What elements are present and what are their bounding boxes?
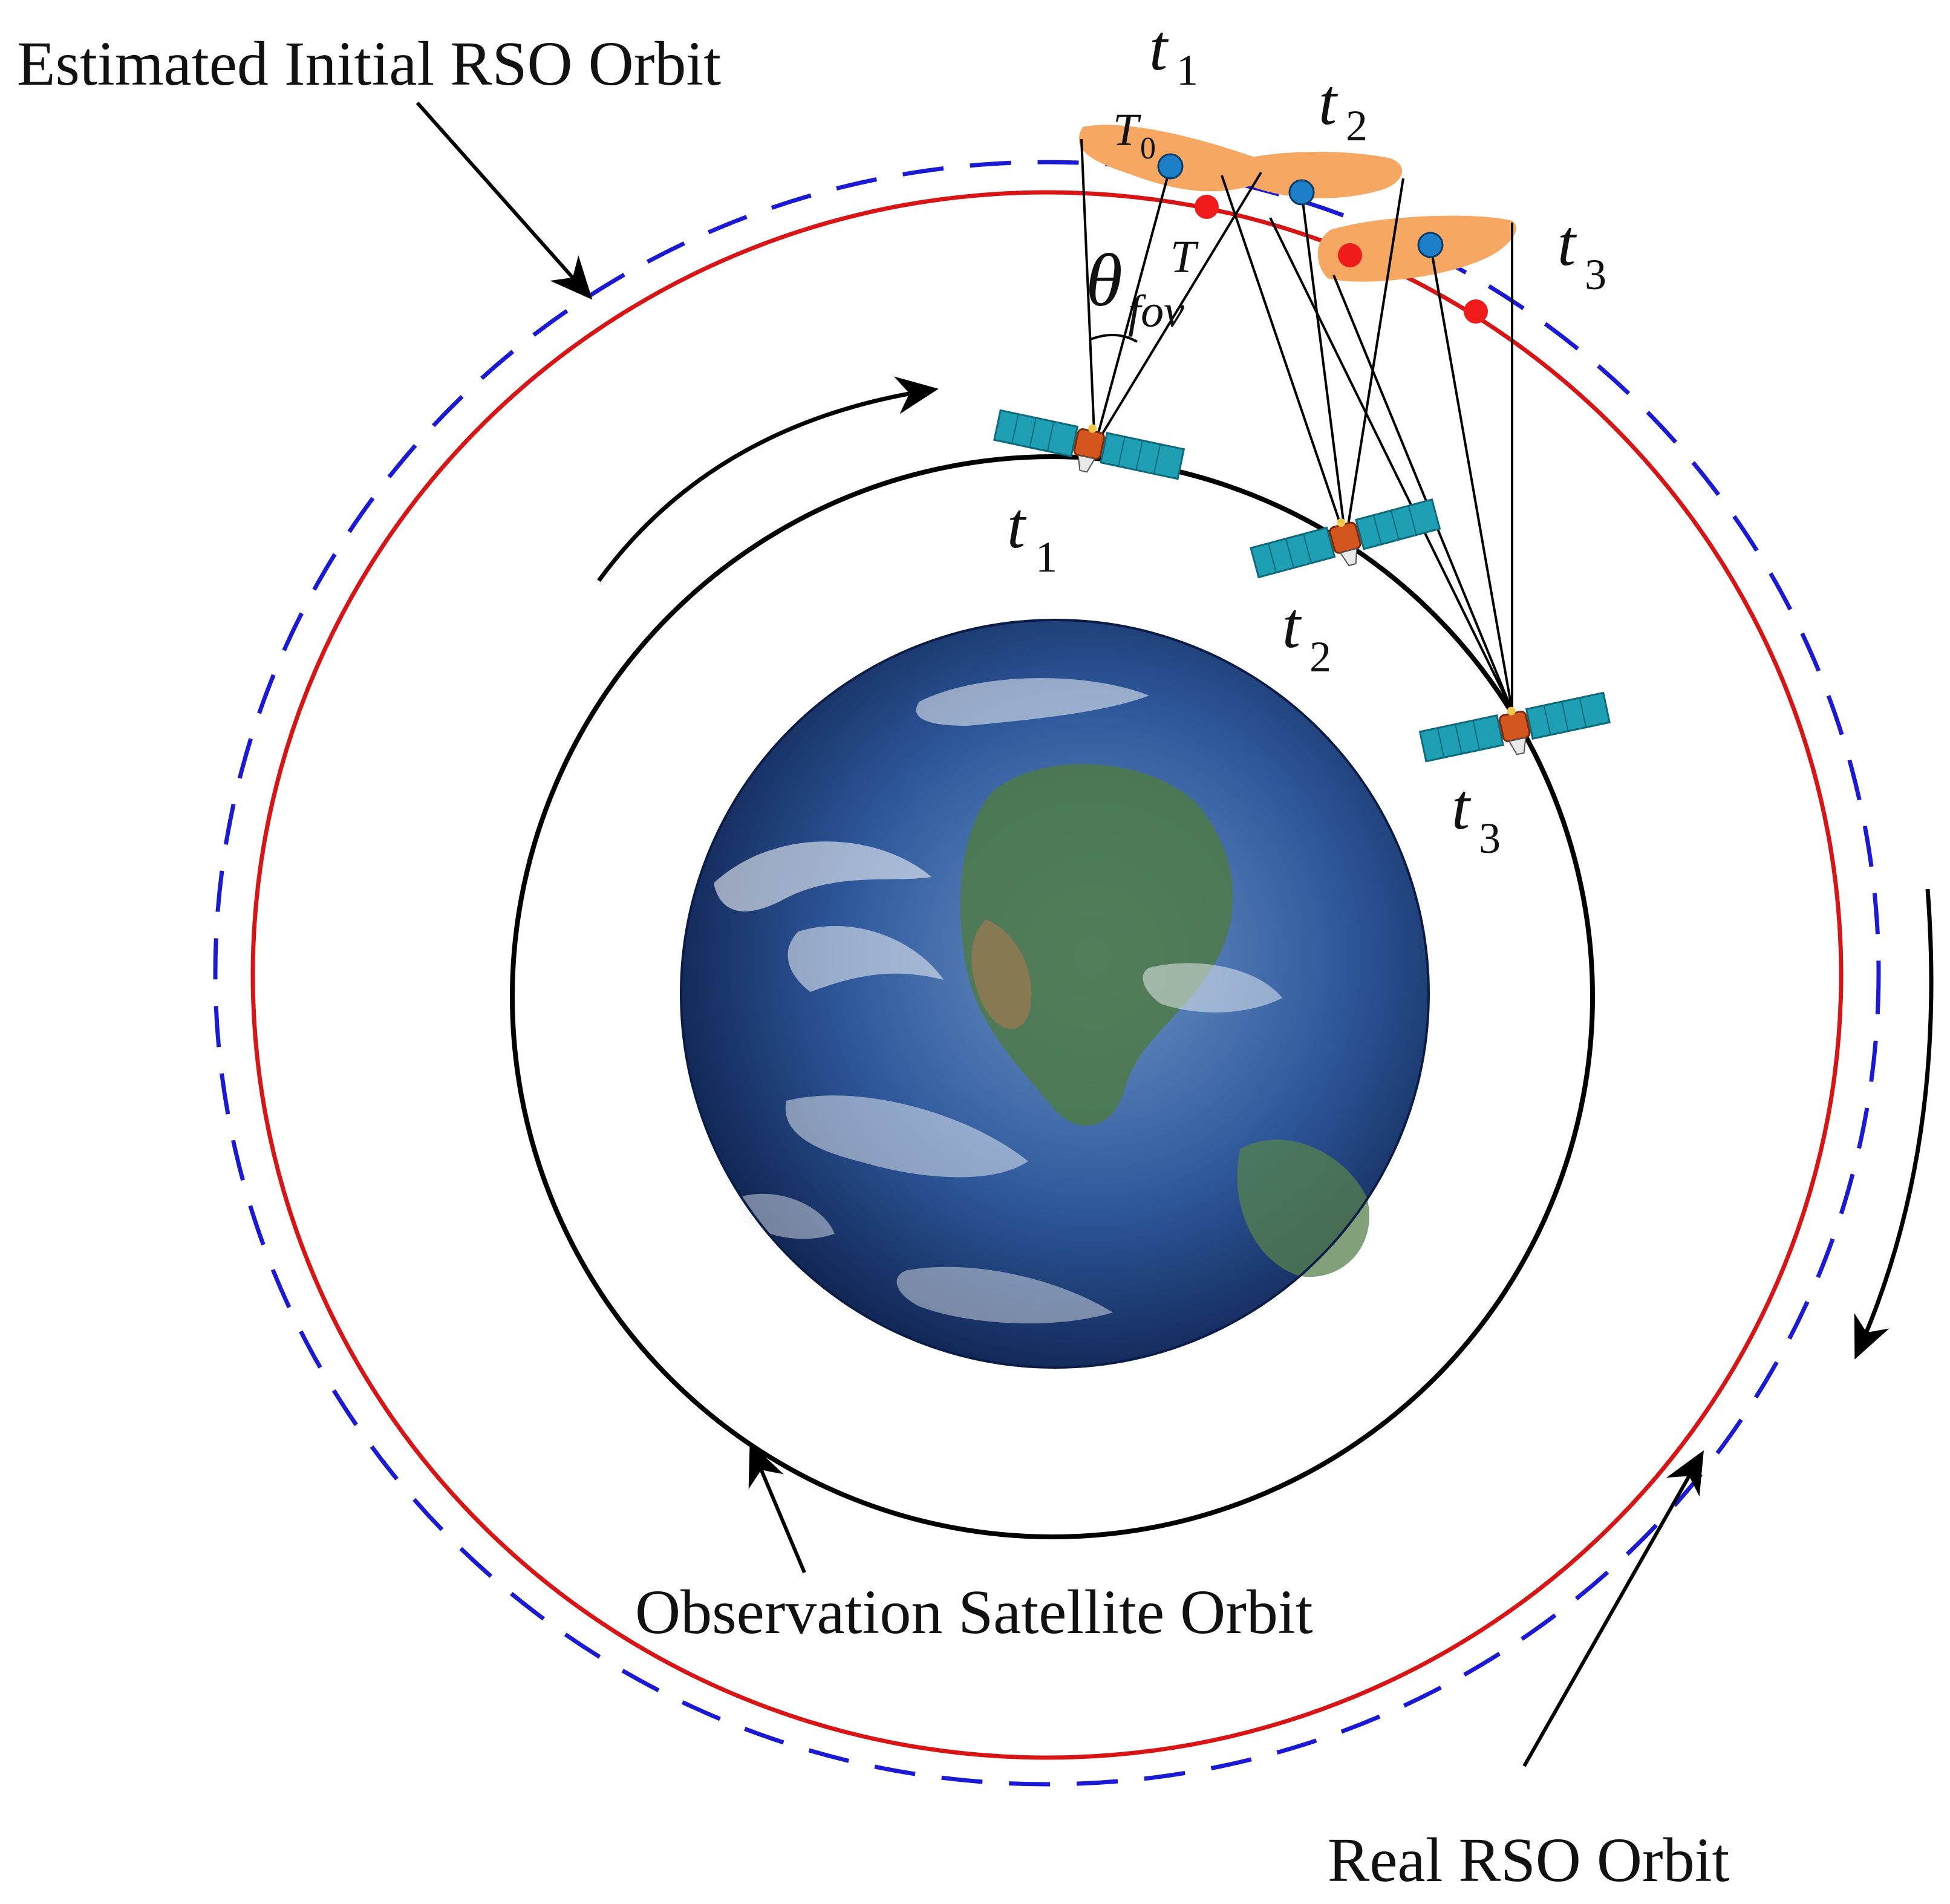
svg-text:3: 3: [1479, 814, 1501, 862]
svg-text:t: t: [1319, 67, 1339, 139]
svg-text:3: 3: [1585, 250, 1606, 299]
fov-region-t3: [1317, 215, 1516, 282]
real-rso-orbit: [250, 190, 1844, 1760]
svg-text:0: 0: [1140, 131, 1156, 166]
svg-text:θ: θ: [1086, 239, 1123, 322]
motion-arrow-right: [1854, 888, 1934, 1360]
observation-orbit-pointer: [748, 1443, 806, 1574]
svg-text:t: t: [1452, 771, 1472, 843]
real-orbit-label: Real RSO Orbit: [1328, 1825, 1730, 1895]
estimated-rso-orbit: [213, 160, 1881, 1787]
sensor-rays-t1: [1080, 139, 1262, 448]
earth-globe: [680, 619, 1430, 1369]
svg-text:t: t: [1149, 12, 1169, 84]
svg-text:t: t: [1007, 490, 1027, 562]
motion-arrow-left: [597, 376, 939, 582]
estimated-orbit-label: Estimated Initial RSO Orbit: [17, 29, 721, 99]
time-label-top-t1: t 1: [1149, 12, 1198, 94]
svg-text:2: 2: [1309, 633, 1331, 681]
svg-text:1: 1: [1176, 46, 1198, 94]
time-label-top-t2: t 2: [1319, 67, 1368, 150]
time-label-sat-t1: t 1: [1007, 490, 1057, 581]
t0-label: T 0: [1113, 105, 1156, 166]
svg-text:t: t: [1282, 590, 1302, 662]
svg-text:t: t: [1557, 207, 1577, 279]
svg-text:2: 2: [1346, 102, 1368, 150]
svg-text:fov: fov: [1128, 286, 1184, 337]
sensor-rays-t2: [1221, 175, 1404, 541]
observation-satellite-orbit: [510, 454, 1595, 1539]
estimated-orbit-pointer: [416, 102, 593, 300]
svg-text:1: 1: [1035, 533, 1057, 581]
svg-text:T: T: [1113, 105, 1141, 155]
estimated-rso-points: [1157, 153, 1444, 258]
time-label-top-t3: t 3: [1557, 207, 1606, 299]
observation-satellite-t3: [1419, 688, 1612, 774]
time-label-sat-t3: t 3: [1452, 771, 1501, 862]
observation-orbit-label: Observation Satellite Orbit: [635, 1577, 1313, 1647]
real-rso-points: [1195, 195, 1488, 324]
t-label: T: [1170, 232, 1199, 282]
real-orbit-pointer: [1522, 1450, 1704, 1767]
observation-satellite-t1: [992, 405, 1185, 491]
time-label-sat-t2: t 2: [1282, 590, 1331, 681]
sensor-rays-t3: [1269, 217, 1513, 711]
theta-fov-label: θ fov: [1086, 239, 1184, 337]
fov-region-t2: [1231, 152, 1403, 198]
fov-angle-arc: [1090, 333, 1138, 343]
